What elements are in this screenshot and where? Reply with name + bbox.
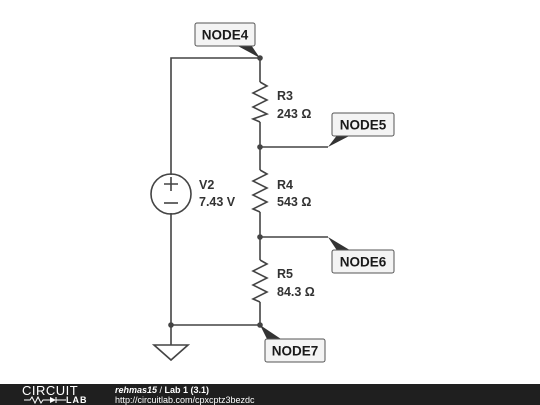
r4-name-label: R4: [277, 178, 293, 192]
voltage-source-circle: [150, 173, 192, 215]
logo-lab-text: LAB: [66, 395, 88, 405]
voltage-source-v2: [150, 173, 192, 215]
junction-node6: [257, 234, 263, 240]
ground-icon: [151, 344, 191, 362]
node6-label: NODE6: [328, 237, 395, 274]
node7-label-tail: [260, 325, 284, 341]
node4-label-box: [194, 22, 256, 47]
node4-label-text: NODE4: [202, 28, 249, 43]
circuitlab-logo[interactable]: CIRCUIT LAB: [22, 384, 94, 405]
footer-bar: CIRCUIT LAB rehmas15 / Lab 1 (3.1) http:…: [0, 384, 540, 405]
resistor-r3-symbol: [250, 81, 270, 123]
node6-label-text: NODE6: [340, 255, 387, 270]
circuit-schematic: V2 7.43 V R3 243 Ω R4 543 Ω R5 84.3 Ω NO…: [150, 22, 395, 363]
node7-label: NODE7: [260, 325, 326, 363]
logo-circuit-text: CIRCUIT: [22, 383, 79, 398]
v2-value-label: 7.43 V: [199, 195, 236, 209]
credit-separator: /: [157, 385, 165, 395]
v2-name-label: V2: [199, 178, 214, 192]
r5-name-label: R5: [277, 267, 293, 281]
node5-label-tail: [328, 134, 353, 147]
wires: [170, 57, 328, 345]
r4-value-label: 543 Ω: [277, 195, 311, 209]
junction-node7-left: [168, 322, 174, 328]
wire-top: [170, 57, 261, 175]
resistor-diode-icon: [24, 396, 66, 404]
circuit-title[interactable]: Lab 1 (3.1): [164, 385, 210, 395]
node5-label-text: NODE5: [340, 118, 387, 133]
node7-label-box: [264, 338, 326, 363]
node4-label-tail: [236, 45, 260, 58]
r5-value-label: 84.3 Ω: [277, 285, 315, 299]
junction-node5: [257, 144, 263, 150]
node6-label-box: [331, 249, 395, 274]
circuit-url-link[interactable]: http://circuitlab.com/cpxcptz3bezdc: [115, 395, 255, 405]
resistor-r5-symbol: [251, 259, 269, 303]
node5-label: NODE5: [328, 112, 395, 147]
plus-sign-icon: [164, 177, 178, 191]
resistor-r4-symbol: [251, 169, 269, 213]
author-name[interactable]: rehmas15: [115, 385, 158, 395]
r3-value-label: 243 Ω: [277, 107, 311, 121]
node4-label: NODE4: [194, 22, 260, 58]
node5-label-box: [331, 112, 395, 137]
circuit-credits: rehmas15 / Lab 1 (3.1) http://circuitlab…: [115, 385, 255, 405]
r3-name-label: R3: [277, 89, 293, 103]
node6-label-tail: [328, 237, 353, 252]
node7-label-text: NODE7: [272, 344, 319, 359]
wire-bottom: [170, 213, 261, 326]
